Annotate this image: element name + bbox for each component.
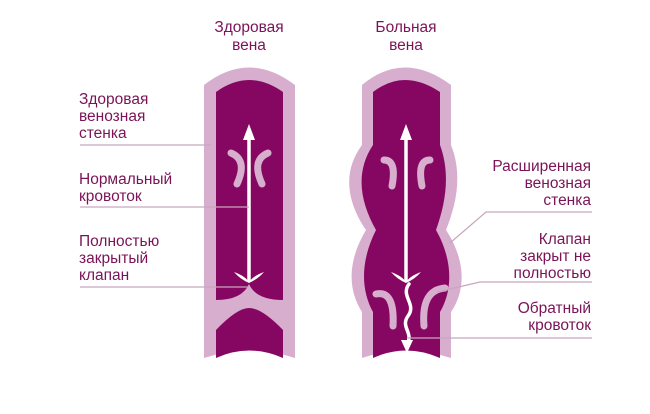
- label-healthy-wall-3: стенка: [79, 125, 127, 142]
- titles: Здоровая вена Больная вена: [214, 19, 436, 54]
- label-dilated-wall-2: венозная: [525, 175, 591, 192]
- healthy-vein-title-line1: Здоровая: [214, 19, 283, 36]
- healthy-upper-valve: [227, 149, 245, 188]
- label-partial-valve-2: закрыт не: [520, 248, 591, 265]
- label-normal-flow-2: кровоток: [79, 188, 142, 205]
- diseased-upper-valve: [380, 156, 397, 190]
- leader-lines: [80, 144, 592, 339]
- label-dilated-wall-3: стенка: [543, 192, 591, 209]
- leader-dilated-wall: [449, 211, 592, 244]
- label-partial-valve-1: Клапан: [539, 231, 591, 248]
- healthy-vein: [204, 67, 295, 358]
- diseased-flow-arrow: [391, 124, 421, 283]
- label-reflux-1: Обратный: [518, 300, 591, 317]
- reflux-arrow: [401, 282, 413, 353]
- healthy-closed-valve: [216, 284, 283, 330]
- label-closed-valve-3: клапан: [79, 267, 129, 284]
- leader-partial-valve: [436, 281, 592, 293]
- diseased-partial-valve: [372, 290, 397, 330]
- label-dilated-wall-1: Расширенная: [492, 158, 591, 175]
- label-reflux-2: кровоток: [528, 317, 591, 334]
- healthy-vein-title-line2: вена: [232, 37, 266, 54]
- diseased-vein: [349, 67, 462, 358]
- diseased-vein-title-line1: Больная: [375, 19, 436, 36]
- label-normal-flow-1: Нормальный: [79, 171, 172, 188]
- normal-flow-arrow: [234, 124, 264, 283]
- label-healthy-wall-1: Здоровая: [79, 91, 148, 108]
- label-partial-valve-3: полностью: [514, 265, 591, 282]
- label-closed-valve-2: закрытый: [79, 250, 148, 267]
- left-labels: Здоровая венозная стенка Нормальный кров…: [79, 91, 172, 284]
- label-closed-valve-1: Полностью: [79, 233, 159, 250]
- label-healthy-wall-2: венозная: [79, 108, 145, 125]
- diseased-vein-title-line2: вена: [389, 37, 423, 54]
- right-labels: Расширенная венозная стенка Клапан закры…: [492, 158, 591, 334]
